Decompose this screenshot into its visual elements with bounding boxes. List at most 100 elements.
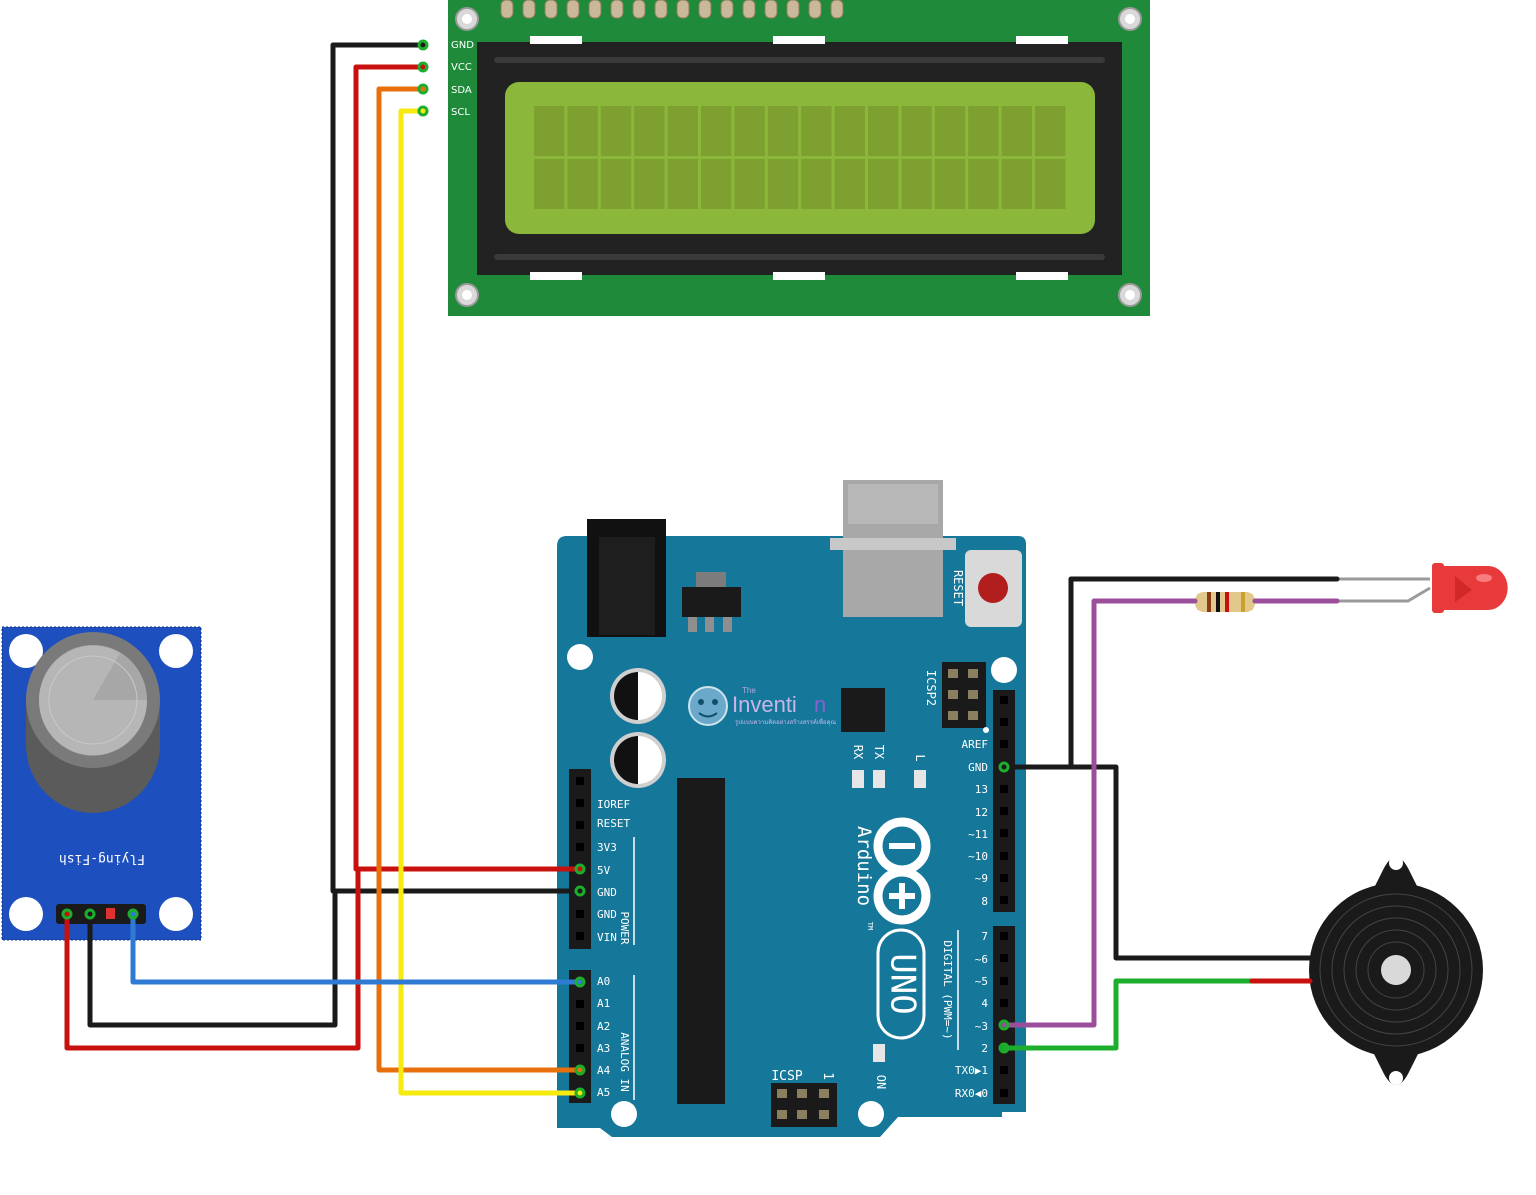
wire-lcd-gnd <box>330 42 583 894</box>
arduino-infinity-logo <box>873 817 931 925</box>
wire-pin3-resistor <box>1001 598 1198 1028</box>
header-pin-hole <box>576 799 584 807</box>
arduino-board <box>557 536 1026 1137</box>
lcd-cell <box>734 106 765 156</box>
tx-label: TX <box>872 745 886 760</box>
wire-lcd-vcc <box>353 64 583 872</box>
lcd-cell <box>734 159 765 209</box>
wire-lcd-sda <box>376 86 583 1073</box>
lcd-cell <box>534 159 565 209</box>
header-pin-hole <box>576 1000 584 1008</box>
header-pin-hole <box>576 910 584 918</box>
pin-gnd-digital: GND <box>968 761 988 774</box>
lcd-cell <box>834 159 865 209</box>
lcd-pin-sda: SDA <box>451 85 472 96</box>
header-pin-hole <box>1000 977 1008 985</box>
logo-sub-text: รูปแบบความคิดอย่างสร้างสรรค์เพื่อคุณ <box>735 718 836 726</box>
header-pin-hole <box>1000 999 1008 1007</box>
pin-5: ~5 <box>975 975 988 988</box>
lcd-mount-holes <box>455 7 1142 307</box>
pin-3v3: 3V3 <box>597 841 617 854</box>
lcd-cell <box>1001 159 1032 209</box>
power-header-label: POWER <box>618 911 631 944</box>
power-header <box>569 769 591 949</box>
header-pin-hole <box>1000 896 1008 904</box>
lcd-pin-labels: GND VCC SDA SCL <box>451 40 474 118</box>
lcd-cell <box>600 159 632 209</box>
header-pin-hole <box>1000 718 1008 726</box>
lcd-cell <box>968 159 999 209</box>
digital-header-label: DIGITAL (PWM=~) <box>941 940 954 1039</box>
arduino-uno: RESET The Inventi n รูปแบบความคิดอย่างสร… <box>557 480 1026 1137</box>
lcd-pin-gnd: GND <box>451 40 474 51</box>
lcd-cell <box>968 106 999 156</box>
lcd-cell <box>667 106 698 156</box>
digital-pin-labels: AREF GND 13 12 ~11 ~10 ~9 8 7 ~6 ~5 4 ~3… <box>955 738 989 1100</box>
icsp2-label: ICSP2 <box>924 670 938 706</box>
lcd-cell <box>868 159 899 209</box>
pin-2: 2 <box>981 1042 988 1055</box>
pin-gnd-2: GND <box>597 908 617 921</box>
wire-lcd-scl <box>398 108 583 1096</box>
invention-logo: The Inventi n รูปแบบความคิดอย่างสร้างสรร… <box>688 686 836 726</box>
sensor-hole <box>9 634 43 668</box>
pin-a3: A3 <box>597 1042 610 1055</box>
icsp-header <box>771 1083 837 1127</box>
header-pin-hole <box>1000 932 1008 940</box>
header-pin-hole <box>576 1044 584 1052</box>
reset-button-cap <box>978 573 1008 603</box>
lcd-cell <box>634 106 665 156</box>
pin-3: ~3 <box>975 1020 988 1033</box>
resistor <box>1195 592 1255 612</box>
logo-tail-text: n <box>814 692 826 717</box>
logo-main-text: Inventi <box>732 692 797 717</box>
l-led <box>914 770 926 788</box>
lcd-cell <box>1001 106 1032 156</box>
wire-pin2-buzzer <box>1001 978 1255 1051</box>
pin-vin: VIN <box>597 931 617 944</box>
lcd-cell <box>934 106 966 156</box>
analog-header-label: ANALOG IN <box>618 1032 631 1092</box>
logo-small-text: The <box>742 686 756 695</box>
lcd-cell <box>600 106 632 156</box>
sensor-hole <box>159 634 193 668</box>
pin-aref: AREF <box>962 738 989 751</box>
uno-text: UNO <box>883 953 923 1014</box>
board-hole <box>567 644 593 670</box>
lcd-cell <box>868 106 899 156</box>
lcd-cell <box>801 106 832 156</box>
l-led-label: L <box>913 754 927 761</box>
lcd-pin-vcc: VCC <box>451 62 472 73</box>
pin-8: 8 <box>981 895 988 908</box>
pin-5v: 5V <box>597 864 611 877</box>
rx-led <box>852 770 864 788</box>
lcd-cell <box>901 159 932 209</box>
sensor-label: Flying-Fish <box>59 851 145 866</box>
voltage-regulator <box>682 587 741 617</box>
tx-led <box>873 770 885 788</box>
pin-a4: A4 <box>597 1064 611 1077</box>
reset-label: RESET <box>951 570 965 606</box>
lcd-header-pins <box>500 0 844 19</box>
wire-connectors <box>61 39 1010 1099</box>
header-pin-hole <box>1000 696 1008 704</box>
icsp-label: ICSP <box>771 1069 802 1084</box>
lcd-cell <box>534 106 565 156</box>
pin-6: ~6 <box>975 953 988 966</box>
pin-ioref: IOREF <box>597 798 630 811</box>
on-led <box>873 1044 885 1062</box>
capacitor <box>610 732 666 788</box>
sensor-hole <box>9 897 43 931</box>
header-pin-hole <box>1000 829 1008 837</box>
pin-9: ~9 <box>975 872 988 885</box>
lcd-cell <box>1035 106 1066 156</box>
board-hole <box>991 657 1017 683</box>
lcd-screen <box>505 82 1095 234</box>
board-hole <box>611 1101 637 1127</box>
header-pin-hole <box>1000 785 1008 793</box>
header-pin-hole <box>576 843 584 851</box>
pin-gnd-1: GND <box>597 886 617 899</box>
arduino-brand-text: Arduino <box>853 826 875 906</box>
header-pin-hole <box>576 1022 584 1030</box>
